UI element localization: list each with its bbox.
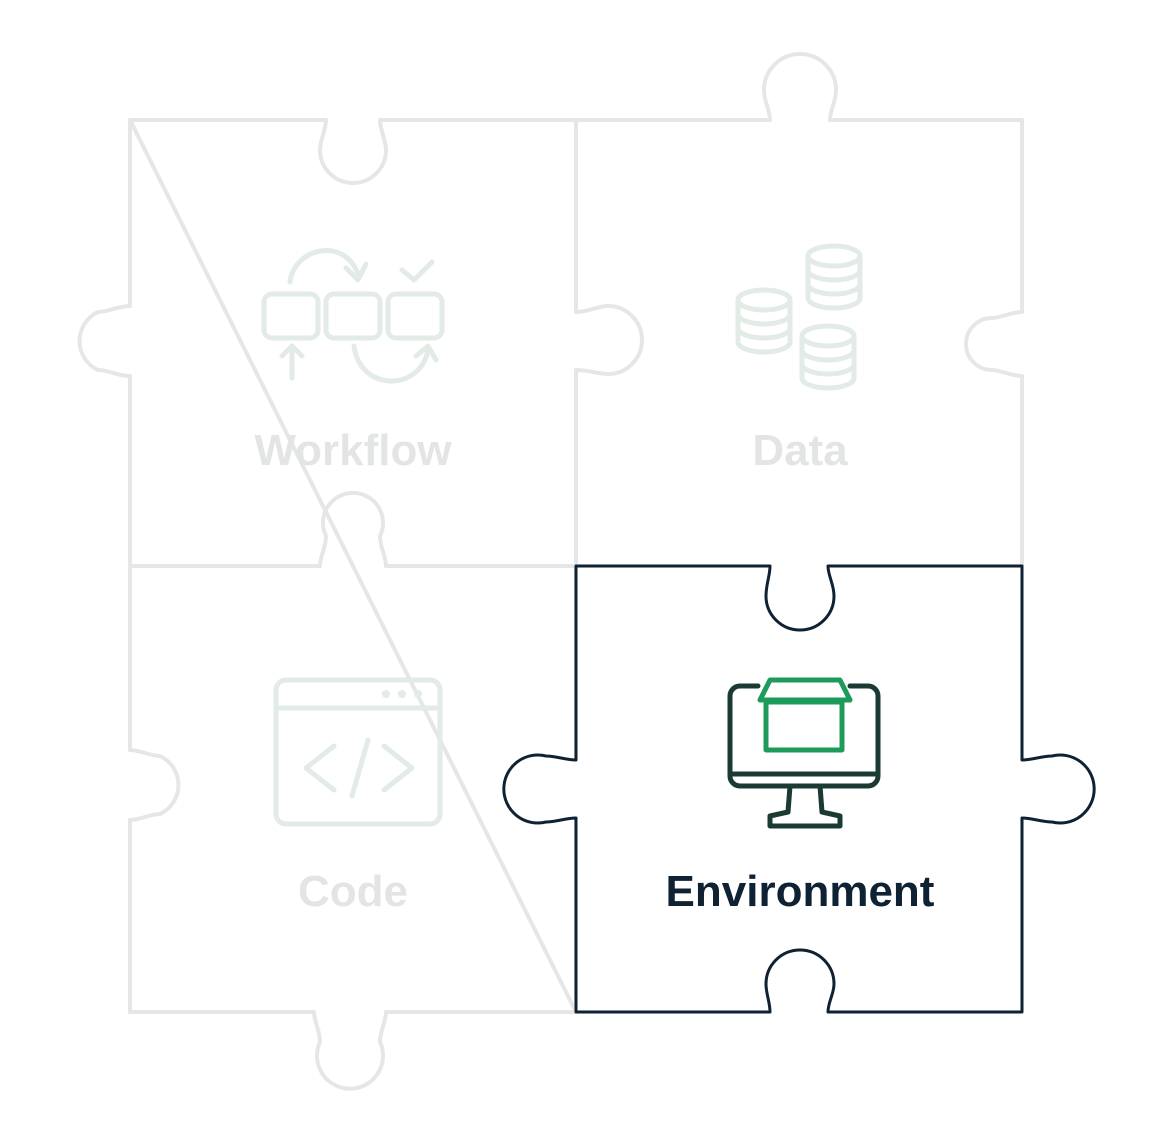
database-stacks-icon	[735, 243, 863, 391]
workflow-cycle-icon	[261, 248, 445, 384]
puzzle-outer-frame	[77, 52, 1024, 1091]
workflow-label: Workflow	[254, 426, 452, 475]
puzzle-divider-horizontal-left	[130, 491, 576, 568]
environment-piece-outline	[502, 564, 1096, 1014]
data-label: Data	[752, 426, 848, 475]
code-label: Code	[298, 867, 408, 916]
puzzle-divider-vertical-top	[574, 120, 644, 566]
environment-label: Environment	[666, 867, 935, 916]
monitor-package-icon	[727, 677, 881, 829]
code-window-icon	[273, 677, 443, 827]
